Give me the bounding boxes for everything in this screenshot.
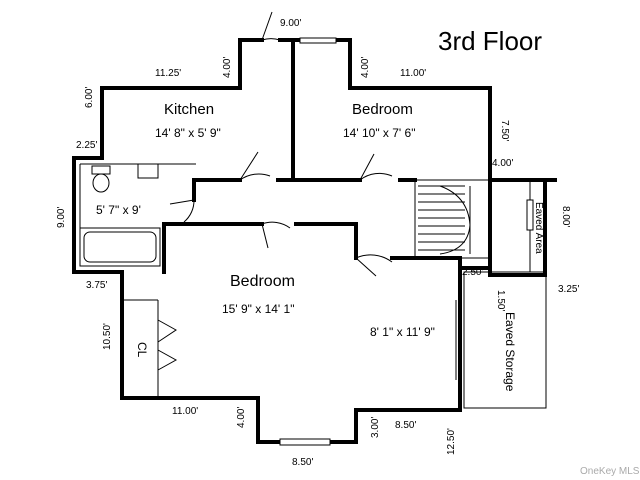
dim-storage-150: 1.50'	[495, 290, 506, 311]
bathroom-size: 5' 7" x 9'	[96, 203, 141, 217]
bedroom-top-name: Bedroom	[352, 101, 413, 118]
outer-wall-top-left	[72, 38, 264, 160]
window-eaved	[526, 199, 534, 231]
dim-bottom-850: 8.50'	[395, 420, 416, 431]
right-room-top-wall	[390, 256, 462, 270]
thin-lines	[79, 163, 547, 409]
door-bath	[169, 199, 195, 223]
outer-wall-top-right	[278, 38, 557, 182]
bedroom-main-name: Bedroom	[230, 273, 295, 290]
kitchen-name: Kitchen	[164, 101, 214, 118]
bathtub	[79, 227, 161, 267]
dim-left-225: 2.25'	[76, 140, 97, 151]
door-kitchen	[239, 151, 271, 181]
dim-bedroom-400: 4.00'	[360, 57, 371, 78]
stair-treads	[418, 185, 471, 255]
kitchen-size: 14' 8" x 5' 9"	[155, 126, 221, 140]
window-bedroom-main-bottom	[279, 438, 331, 446]
dim-top-900: 9.00'	[280, 18, 301, 29]
bedroom-top-size: 14' 10" x 7' 6"	[343, 126, 415, 140]
dim-left-375: 3.75'	[86, 280, 107, 291]
dim-top-1100: 11.00'	[400, 68, 426, 79]
walls	[72, 38, 557, 444]
bedroom-main-size: 15' 9" x 14' 1"	[222, 302, 294, 316]
room-right-size: 8' 1" x 11' 9"	[370, 325, 435, 339]
door-kitchen-top	[261, 11, 281, 41]
main-bedroom-top-wall-3	[294, 222, 358, 260]
stair-outline	[414, 179, 491, 259]
watermark: OneKey MLS	[580, 466, 640, 477]
eaved-storage-label: Eaved Storage	[503, 312, 517, 392]
dim-bottom-400: 4.00'	[236, 407, 247, 428]
door-main-bedroom	[261, 221, 291, 249]
door-right-room	[355, 254, 393, 277]
eaved-area-label: Eaved Area	[533, 202, 544, 254]
sink	[137, 163, 159, 179]
toilet-bowl	[92, 173, 110, 193]
windows	[279, 37, 534, 446]
dim-kitchen-400: 4.00'	[222, 57, 233, 78]
door-closet	[157, 319, 178, 371]
dim-bottom-850b: 8.50'	[292, 457, 313, 468]
dim-left-1050: 10.50'	[102, 323, 113, 350]
bath-fixtures	[79, 163, 161, 267]
door-bedroom-top	[359, 153, 393, 181]
dim-bottom-1100: 11.00'	[172, 406, 198, 417]
dim-bath-900: 9.00'	[56, 207, 67, 228]
staircase	[414, 179, 491, 259]
dim-stair-250: 2.50'	[462, 267, 483, 278]
dim-eaved-800: 8.00'	[560, 206, 571, 227]
dim-bottom-1250: 12.50'	[446, 428, 457, 455]
dim-right-400: 4.00'	[492, 158, 513, 169]
toilet-tank	[91, 165, 111, 175]
closet-label: CL	[135, 342, 149, 358]
page-title: 3rd Floor	[438, 26, 542, 56]
bathtub-inner	[83, 231, 157, 263]
dimension-labels: 9.00' 11.25' 4.00' 4.00' 11.00' 6.00' 7.…	[56, 18, 579, 468]
dim-left-600: 6.00'	[84, 87, 95, 108]
window-bedroom-top	[299, 37, 337, 44]
dim-bottom-300: 3.00'	[370, 417, 381, 438]
doors	[157, 11, 393, 371]
bath-wall-outer	[72, 156, 462, 444]
dim-right-750: 7.50'	[499, 120, 510, 141]
dim-storage-325: 3.25'	[558, 284, 579, 295]
dim-left-1125: 11.25'	[155, 68, 181, 79]
